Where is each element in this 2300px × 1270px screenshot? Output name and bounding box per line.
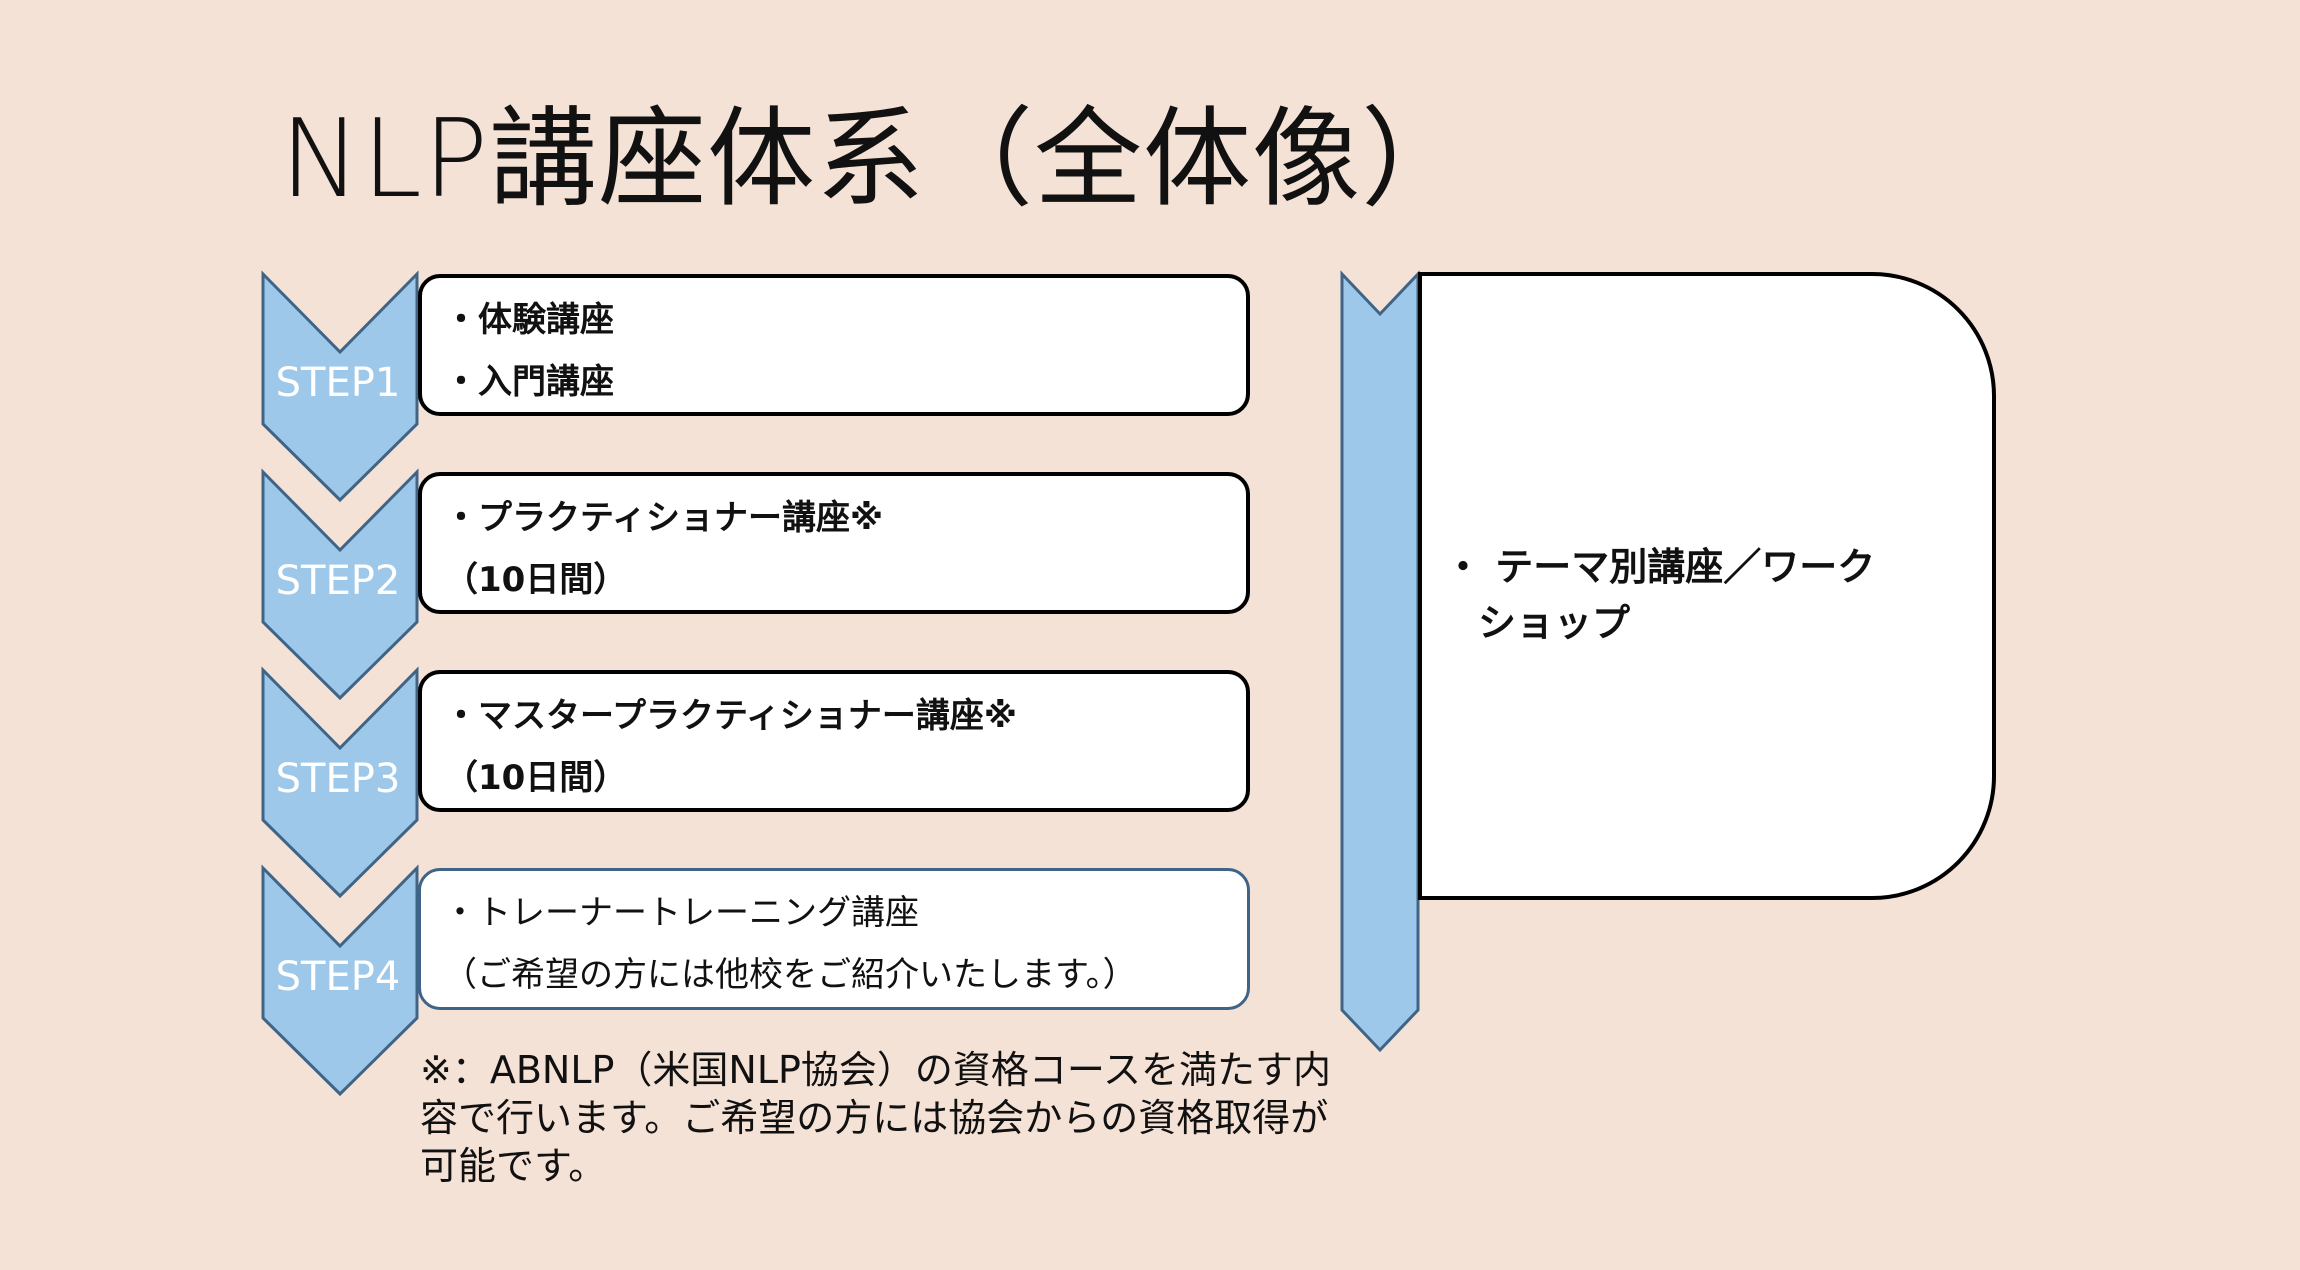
step2-line1: ・プラクティショナー講座※: [444, 498, 884, 538]
step2-box: ・プラクティショナー講座※ （10日間）: [418, 472, 1250, 614]
step3-line2: （10日間）: [444, 758, 628, 798]
step4-label: STEP4: [275, 954, 401, 1000]
side-line2: ショップ: [1478, 601, 1631, 645]
footnote-line2: 容で行います。ご希望の方には協会からの資格取得が: [420, 1096, 1329, 1140]
step1-label: STEP1: [275, 360, 401, 406]
side-chevron: [1340, 270, 1420, 1053]
step4-chevron: [261, 864, 419, 1097]
step4-box: ・トレーナートレーニング講座 （ご希望の方には他校をご紹介いたします。）: [418, 868, 1250, 1010]
theme-workshop-box: ・ テーマ別講座／ワーク ショップ: [1418, 272, 1996, 900]
step2-label: STEP2: [275, 558, 401, 604]
step1-chevron: [261, 270, 419, 503]
side-line1: ・ テーマ別講座／ワーク: [1444, 545, 1876, 589]
step1-box: ・体験講座 ・入門講座: [418, 274, 1250, 416]
step1-line1: ・体験講座: [444, 300, 614, 340]
footnote: ※：ABNLP（米国NLP協会）の資格コースを満たす内 容で行います。ご希望の方…: [420, 1046, 1331, 1190]
step2-chevron: [261, 468, 419, 701]
step2-line2: （10日間）: [444, 560, 628, 600]
footnote-line1: ※：ABNLP（米国NLP協会）の資格コースを満たす内: [420, 1048, 1332, 1092]
step4-line2: （ご希望の方には他校をご紹介いたします。）: [443, 955, 1137, 995]
step4-line1: ・トレーナートレーニング講座: [443, 893, 919, 933]
step3-line1: ・マスタープラクティショナー講座※: [444, 696, 1017, 736]
step3-box: ・マスタープラクティショナー講座※ （10日間）: [418, 670, 1250, 812]
page-title: NLP講座体系（全体像）: [280, 97, 1471, 222]
footnote-line3: 可能です。: [420, 1144, 607, 1188]
step3-chevron: [261, 666, 419, 899]
step3-label: STEP3: [275, 756, 401, 802]
step1-line2: ・入門講座: [444, 362, 614, 402]
